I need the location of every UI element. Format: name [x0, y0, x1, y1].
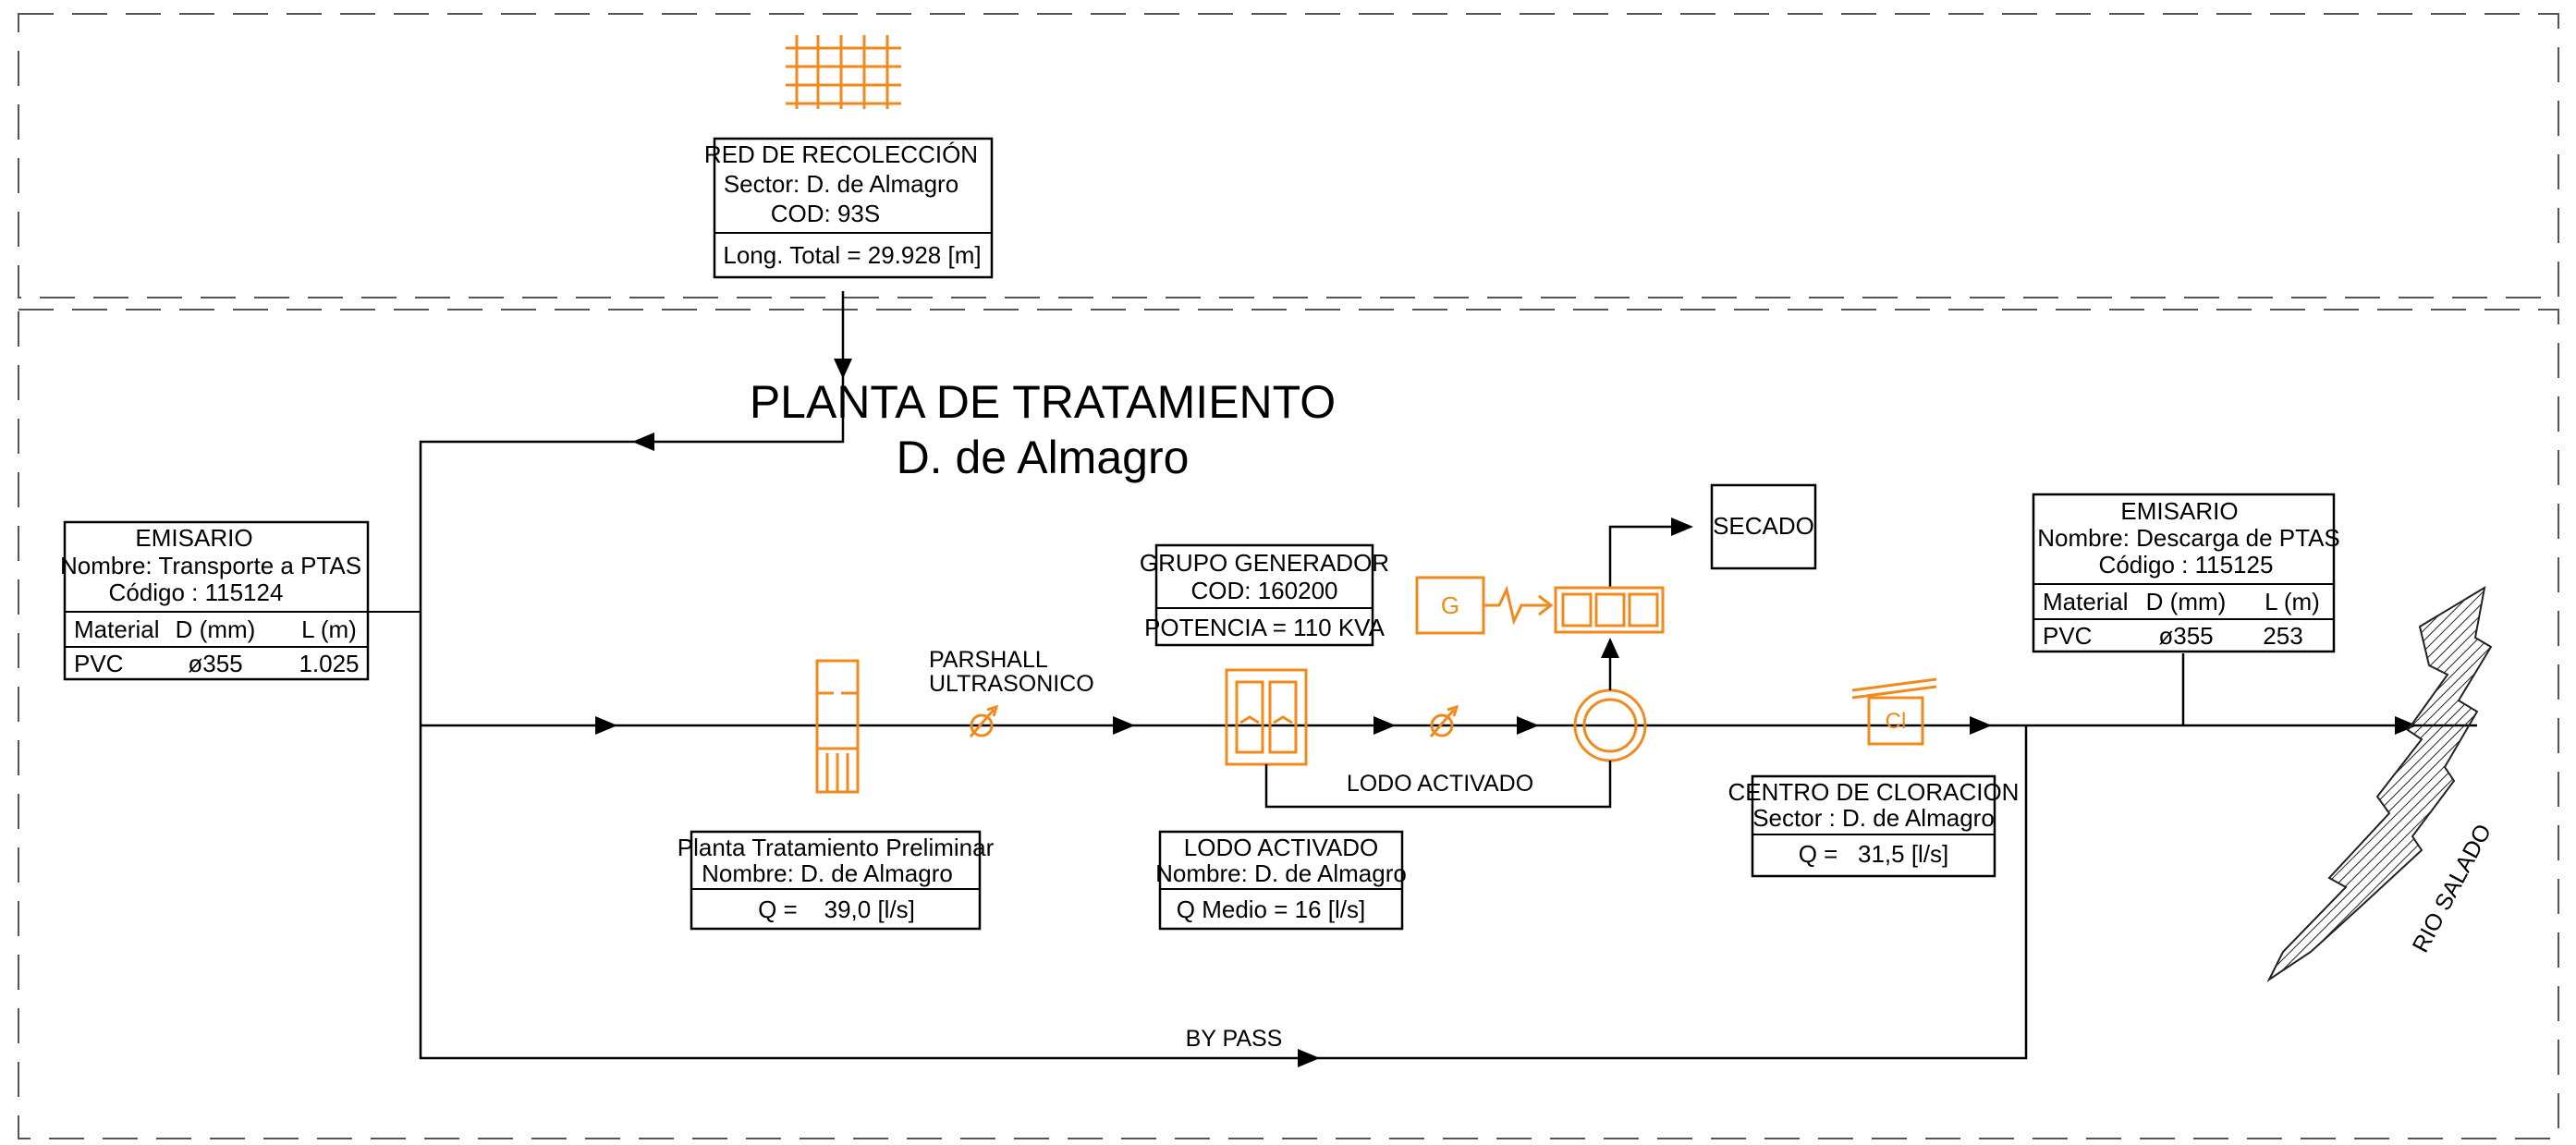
- activated-sludge-box: LODO ACTIVADO Nombre: D. de Almagro Q Me…: [1155, 830, 1407, 931]
- emisario-out-code: Código : 115125: [2099, 551, 2274, 579]
- activated-sludge-flow: Q Medio = 16 [l/s]: [1177, 895, 1365, 923]
- sludge-return-label: LODO ACTIVADO: [1347, 771, 1533, 797]
- chlorination-flow: Q = 31,5 [l/s]: [1799, 840, 1949, 868]
- collection-network-box: RED DE RECOLECCIÓN Sector: D. de Almagro…: [704, 137, 994, 279]
- emisario-out-length: 253: [2263, 622, 2302, 650]
- bypass-line: [419, 725, 2028, 1067]
- collection-network-name: RED DE RECOLECCIÓN: [704, 140, 978, 168]
- drying-bed-icon: [1554, 586, 1665, 634]
- emisario-out-diameter: ø355: [2158, 622, 2213, 650]
- secado-label: SECADO: [1713, 512, 1814, 540]
- parshall-label-line2: ULTRASONICO: [929, 671, 1094, 697]
- river-label: RIO SALADO: [2408, 820, 2497, 956]
- chlorination-icon: Cl: [1851, 677, 1937, 746]
- chlorination-symbol: Cl: [1886, 709, 1907, 734]
- chlorination-box: CENTRO DE CLORACION Sector : D. de Almag…: [1728, 774, 2020, 878]
- emisario-in-code: Código : 115124: [109, 579, 284, 606]
- generator-name: GRUPO GENERADOR: [1140, 549, 1389, 577]
- collection-network-code: COD: 93S: [771, 200, 881, 227]
- sludge-drying-line: [1601, 518, 1693, 690]
- generator-power: POTENCIA = 110 KVA: [1144, 614, 1386, 641]
- flowmeter-2-icon: [1429, 704, 1459, 737]
- activated-sludge-reactor-icon: [1225, 668, 1308, 766]
- generator-code: COD: 160200: [1191, 577, 1338, 604]
- emisario-in-material: PVC: [74, 650, 123, 677]
- preliminary-treatment-sector: Nombre: D. de Almagro: [702, 859, 953, 887]
- parshall-label-line1: PARSHALL: [929, 647, 1048, 673]
- collection-network-length: Long. Total = 29.928 [m]: [723, 241, 981, 269]
- activated-sludge-name: LODO ACTIVADO: [1184, 834, 1378, 861]
- emisario-out-box: EMISARIO Nombre: Descarga de PTAS Código…: [2032, 493, 2340, 653]
- river-icon: [2266, 586, 2493, 982]
- emisario-in-header-diameter: D (mm): [176, 615, 256, 643]
- frame-plant-area: [18, 309, 2559, 1139]
- bypass-label: BY PASS: [1186, 1026, 1283, 1052]
- diagram-title-line1: PLANTA DE TRATAMIENTO: [750, 376, 1336, 428]
- emisario-out-name: Nombre: Descarga de PTAS: [2037, 524, 2340, 552]
- emisario-out-header-material: Material: [2043, 588, 2128, 615]
- chlorination-sector: Sector : D. de Almagro: [1752, 804, 1995, 832]
- emisario-out-header-length: L (m): [2265, 588, 2320, 615]
- generator-box: GRUPO GENERADOR COD: 160200 POTENCIA = 1…: [1140, 543, 1389, 647]
- emisario-in-box: EMISARIO Nombre: Transporte a PTAS Códig…: [60, 520, 421, 681]
- preliminary-treatment-name: Planta Tratamiento Preliminar: [678, 834, 995, 861]
- emisario-in-name: Nombre: Transporte a PTAS: [60, 552, 361, 579]
- emisario-in-header-material: Material: [74, 615, 159, 643]
- preliminary-treatment-icon: [815, 659, 860, 794]
- emisario-out-title: EMISARIO: [2120, 497, 2238, 525]
- emisario-out-header-diameter: D (mm): [2146, 588, 2227, 615]
- collection-network-icon: [786, 35, 901, 109]
- emisario-in-diameter: ø355: [188, 650, 242, 677]
- emisario-out-material: PVC: [2043, 622, 2092, 650]
- generator-symbol: G: [1441, 591, 1459, 619]
- chlorination-name: CENTRO DE CLORACION: [1728, 778, 2020, 806]
- sludge-return-line: [1264, 761, 1612, 809]
- secado-box: SECADO: [1710, 483, 1817, 570]
- inflow-line: [419, 291, 852, 725]
- generator-icon: G: [1415, 576, 1554, 635]
- preliminary-treatment-flow: Q = 39,0 [l/s]: [758, 895, 915, 923]
- emisario-in-length: 1.025: [299, 650, 359, 677]
- activated-sludge-sector: Nombre: D. de Almagro: [1155, 859, 1407, 887]
- collection-network-sector: Sector: D. de Almagro: [724, 170, 958, 198]
- emisario-in-header-length: L (m): [301, 615, 357, 643]
- diagram-title-line2: D. de Almagro: [897, 432, 1190, 483]
- frame-collection-area: [18, 13, 2559, 298]
- preliminary-treatment-box: Planta Tratamiento Preliminar Nombre: D.…: [678, 830, 995, 931]
- main-flow-line: [421, 716, 2477, 735]
- emisario-in-title: EMISARIO: [135, 524, 252, 552]
- flowmeter-icon: [969, 704, 999, 737]
